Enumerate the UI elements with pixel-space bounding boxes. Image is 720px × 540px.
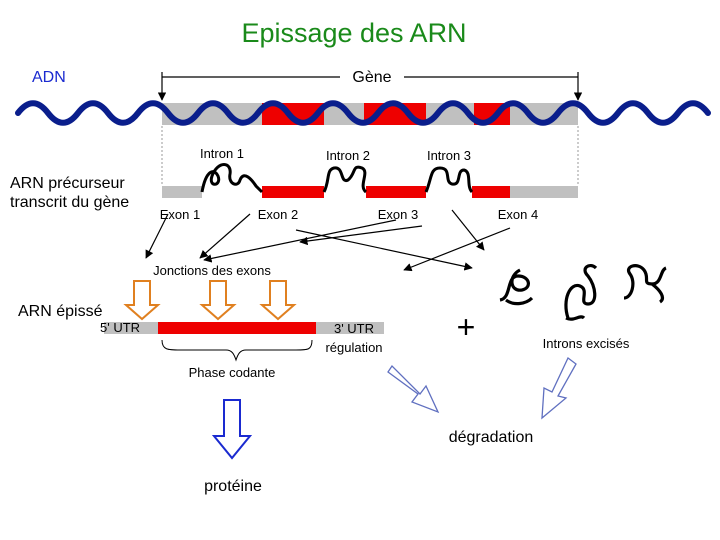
precursor-rna bbox=[162, 163, 578, 198]
gene-label: Gène bbox=[352, 69, 391, 86]
excised-intron-1 bbox=[499, 268, 534, 306]
spliced-rna bbox=[104, 322, 384, 334]
excised-introns bbox=[499, 263, 667, 321]
coding-brace bbox=[161, 339, 313, 362]
precursor-utr3 bbox=[510, 186, 578, 198]
intron-3-label: Intron 3 bbox=[427, 148, 471, 163]
intron-2-label: Intron 2 bbox=[326, 148, 370, 163]
excised-intron-3 bbox=[623, 264, 667, 304]
junction-arrow bbox=[203, 219, 397, 263]
junction-arrow bbox=[451, 209, 485, 251]
junction-arrow bbox=[403, 227, 511, 272]
utr5-label: 5' UTR bbox=[100, 320, 140, 335]
degradation-label: dégradation bbox=[449, 429, 534, 446]
junction-arrow bbox=[145, 213, 169, 259]
intron-1-label: Intron 1 bbox=[200, 146, 244, 161]
splice-arrow bbox=[259, 280, 297, 321]
junction-arrow bbox=[199, 213, 251, 259]
junction-arrow bbox=[299, 225, 423, 246]
splice-arrow bbox=[123, 280, 161, 321]
spliced-rna-label: ARN épissé bbox=[18, 303, 103, 320]
degradation-arrow bbox=[541, 357, 577, 420]
junction-arrows bbox=[145, 209, 511, 272]
precursor-label-line2: transcrit du gène bbox=[10, 194, 129, 211]
protein-arrow bbox=[211, 399, 253, 460]
precursor-exon-1 bbox=[162, 186, 202, 198]
exon-3-label: Exon 3 bbox=[378, 207, 418, 222]
diagram-title: Epissage des ARN bbox=[241, 18, 466, 48]
coding-phase-label: Phase codante bbox=[189, 365, 276, 380]
precursor-exon-3 bbox=[366, 186, 426, 198]
spliced-utr5 bbox=[104, 322, 158, 334]
regulation-label: régulation bbox=[325, 340, 382, 355]
gene-span-arrow bbox=[157, 72, 583, 101]
splice-arrow bbox=[199, 280, 237, 321]
degradation-arrow bbox=[387, 364, 440, 414]
plus-sign: + bbox=[457, 309, 476, 345]
exon-1-label: Exon 1 bbox=[160, 207, 200, 222]
dna-label: ADN bbox=[32, 69, 66, 86]
junctions-label: Jonctions des exons bbox=[153, 263, 271, 278]
utr3-label: 3' UTR bbox=[334, 321, 374, 336]
junction-arrow bbox=[295, 229, 473, 271]
intron-1-loop bbox=[200, 163, 264, 194]
excised-intron-2 bbox=[564, 263, 598, 321]
splice-arrows bbox=[123, 280, 297, 321]
spliced-utr3 bbox=[316, 322, 384, 334]
exon-2-label: Exon 2 bbox=[258, 207, 298, 222]
intron-3-loop bbox=[424, 166, 474, 194]
intron-2-loop bbox=[322, 165, 368, 194]
spliced-coding bbox=[158, 322, 316, 334]
excised-introns-label: Introns excisés bbox=[543, 336, 630, 351]
dna-helix bbox=[15, 100, 711, 126]
degradation-arrows bbox=[387, 357, 577, 420]
protein-label: protéine bbox=[204, 478, 262, 495]
precursor-exon-2 bbox=[262, 186, 324, 198]
precursor-label-line1: ARN précurseur bbox=[10, 175, 125, 192]
exon-4-label: Exon 4 bbox=[498, 207, 538, 222]
precursor-exon-4 bbox=[472, 186, 510, 198]
